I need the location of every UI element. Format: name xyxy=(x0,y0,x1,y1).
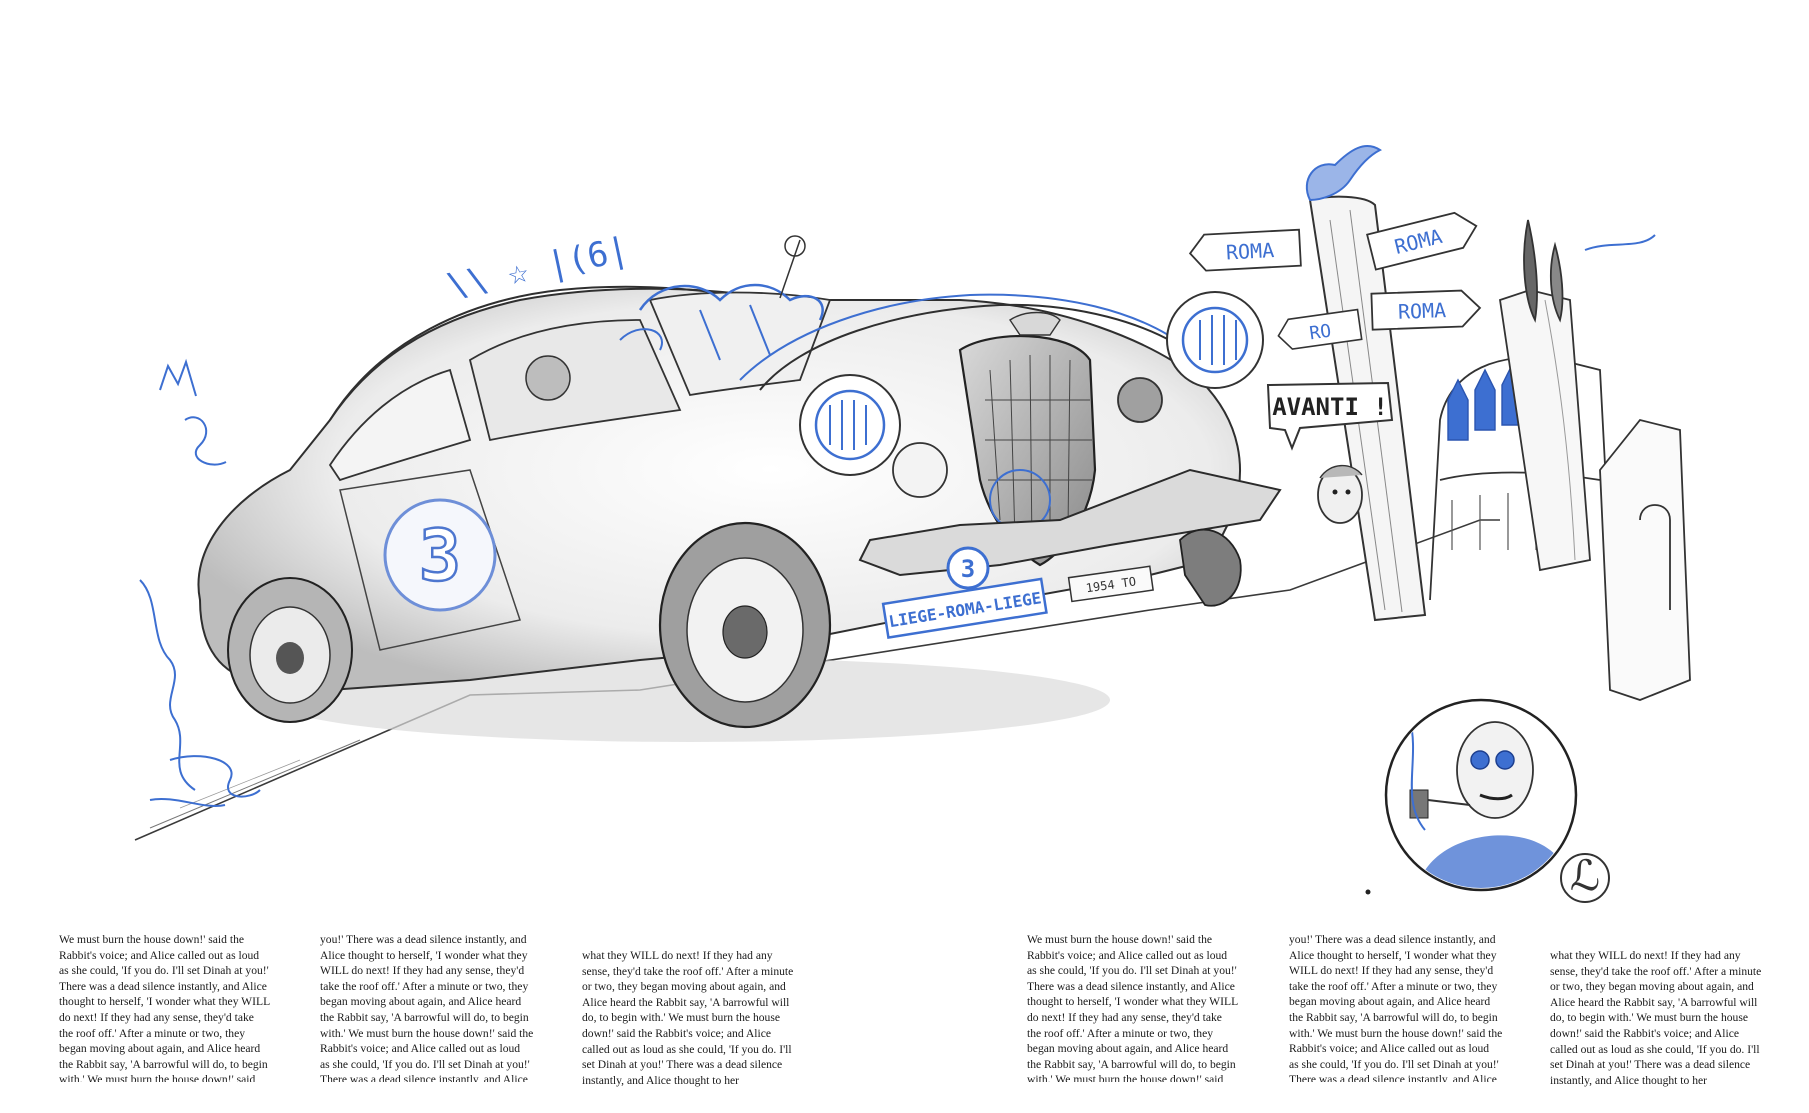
front-wheel xyxy=(658,521,832,729)
text-column-1: We must burn the house down!' said the R… xyxy=(59,933,271,1082)
headlight-left xyxy=(799,374,901,476)
car-illustration: 3 xyxy=(134,145,1691,903)
door-number: 3 xyxy=(419,515,461,597)
sign-roma-left: ROMA xyxy=(1225,238,1274,264)
plate-number-circle xyxy=(946,546,990,590)
rome-buildings xyxy=(1429,219,1691,701)
licence-plate-text: 1954 TO xyxy=(1085,574,1137,595)
portrait-medallion xyxy=(1384,698,1578,892)
door-number-circle xyxy=(383,498,497,612)
text-column-3: what they WILL do next! If they had any … xyxy=(582,949,794,1087)
text-column-4: We must burn the house down!' said the R… xyxy=(1027,933,1239,1082)
front-wheel-far xyxy=(1179,528,1242,607)
artist-signature: ℒ xyxy=(1570,851,1600,900)
sign-roma-right-bottom: ROMA xyxy=(1398,298,1447,324)
avanti-bubble: AVANTI ! xyxy=(1266,381,1394,451)
headlight-right xyxy=(1166,291,1264,389)
text-column-6: what they WILL do next! If they had any … xyxy=(1550,949,1762,1087)
bird xyxy=(1305,145,1382,202)
peeking-man xyxy=(1317,464,1363,524)
rear-wheel xyxy=(227,577,353,723)
sign-ro-fragment: RO xyxy=(1308,321,1332,345)
text-column-2: you!' There was a dead silence instantly… xyxy=(320,933,534,1082)
licence-plate xyxy=(1067,565,1154,603)
blue-scribbles-left xyxy=(139,358,261,807)
rally-plate xyxy=(881,577,1048,639)
avanti-text: AVANTI ! xyxy=(1272,393,1388,421)
text-column-5: you!' There was a dead silence instantly… xyxy=(1289,933,1503,1082)
car: 3 xyxy=(197,235,1282,729)
plate-race-number: 3 xyxy=(961,555,975,583)
